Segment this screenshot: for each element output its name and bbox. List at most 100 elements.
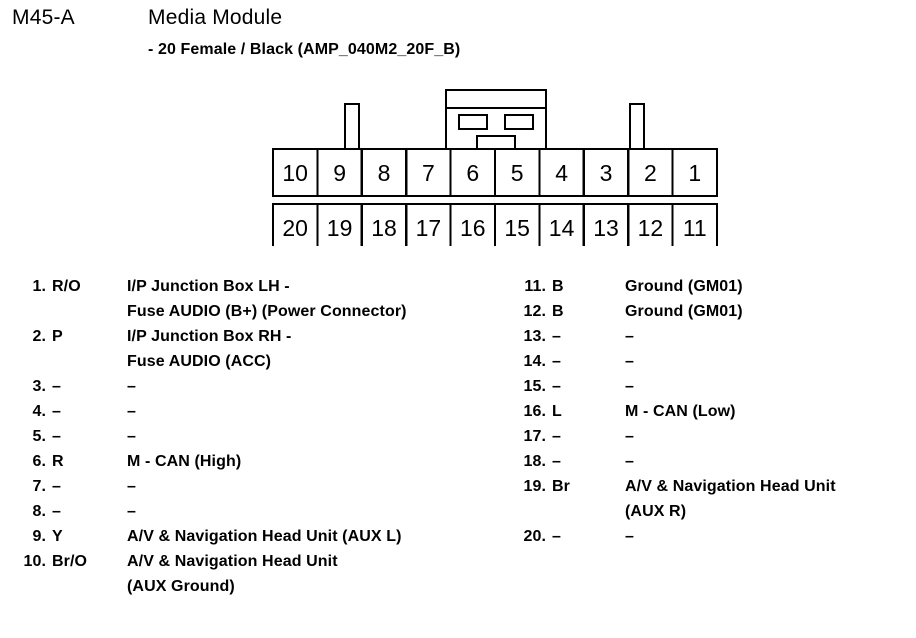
pin-row: 20.–– bbox=[512, 524, 916, 549]
connector-top-row-dividers bbox=[316, 149, 674, 196]
connector-latch-notch-left bbox=[457, 113, 489, 131]
pin-wire-color: B bbox=[552, 278, 564, 295]
pin-number: 10. bbox=[23, 553, 46, 570]
connector-pin-14: 14 bbox=[549, 215, 575, 241]
pin-number: 6. bbox=[32, 453, 46, 470]
connector-left-tab bbox=[343, 102, 361, 152]
pin-wire-color: L bbox=[552, 403, 562, 420]
pin-number: 4. bbox=[32, 403, 46, 420]
pin-row-continuation: (AUX R) bbox=[512, 499, 916, 524]
pin-description: – bbox=[127, 403, 136, 420]
pin-wire-color: – bbox=[552, 353, 561, 370]
pin-description: Fuse AUDIO (B+) (Power Connector) bbox=[127, 303, 407, 320]
pin-wire-color: R bbox=[52, 453, 64, 470]
pin-wire-color: Br bbox=[552, 478, 570, 495]
pin-description: M - CAN (Low) bbox=[625, 403, 736, 420]
pin-row: 17.–– bbox=[512, 424, 916, 449]
pin-number: 20. bbox=[523, 528, 546, 545]
pin-description: Fuse AUDIO (ACC) bbox=[127, 353, 272, 370]
pin-wire-color: – bbox=[52, 503, 61, 520]
pin-number: 9. bbox=[32, 528, 46, 545]
pin-row: 16. L M - CAN (Low) bbox=[512, 399, 916, 424]
connector-pin-2: 2 bbox=[644, 160, 657, 186]
connector-pin-3: 3 bbox=[600, 160, 613, 186]
pin-wire-color: – bbox=[552, 453, 561, 470]
connector-pin-7: 7 bbox=[422, 160, 435, 186]
connector-pin-15: 15 bbox=[504, 215, 530, 241]
pin-row: 11. B Ground (GM01) bbox=[512, 274, 916, 299]
connector-latch-bridge bbox=[475, 134, 517, 152]
pin-row: 15.–– bbox=[512, 374, 916, 399]
pin-row: 18.–– bbox=[512, 449, 916, 474]
pin-description: I/P Junction Box LH - bbox=[127, 278, 290, 295]
pin-wire-color: – bbox=[552, 428, 561, 445]
connector-pin-11: 11 bbox=[683, 215, 707, 241]
pin-description: – bbox=[625, 378, 634, 395]
pin-description: – bbox=[127, 503, 136, 520]
pin-number: 19. bbox=[523, 478, 546, 495]
pin-wire-color: – bbox=[52, 428, 61, 445]
pin-wire-color: Y bbox=[52, 528, 63, 545]
pin-wire-color: – bbox=[552, 528, 561, 545]
connector-pin-6: 6 bbox=[466, 160, 479, 186]
pin-description: A/V & Navigation Head Unit bbox=[127, 553, 338, 570]
pin-wire-color: – bbox=[52, 478, 61, 495]
connector-pin-9: 9 bbox=[333, 160, 346, 186]
pin-number: 3. bbox=[32, 378, 46, 395]
pin-row-continuation: Fuse AUDIO (ACC) bbox=[12, 349, 522, 374]
pin-number: 16. bbox=[523, 403, 546, 420]
connector-pin-12: 12 bbox=[638, 215, 664, 241]
pin-row: 1. R/O I/P Junction Box LH - bbox=[12, 274, 522, 299]
pin-number: 1. bbox=[32, 278, 46, 295]
pin-number: 11. bbox=[524, 278, 546, 295]
connector-pin-16: 16 bbox=[460, 215, 486, 241]
pin-row: 19. Br A/V & Navigation Head Unit bbox=[512, 474, 916, 499]
pin-row: 14.–– bbox=[512, 349, 916, 374]
pin-wire-color: B bbox=[552, 303, 564, 320]
pin-description: Ground (GM01) bbox=[625, 303, 743, 320]
pin-number: 7. bbox=[32, 478, 46, 495]
pin-description: I/P Junction Box RH - bbox=[127, 328, 292, 345]
pin-description: – bbox=[127, 378, 136, 395]
pin-description: Ground (GM01) bbox=[625, 278, 743, 295]
pin-description: – bbox=[625, 453, 634, 470]
connector-pin-8: 8 bbox=[378, 160, 391, 186]
pin-number: 8. bbox=[32, 503, 46, 520]
pin-row: 4.–– bbox=[12, 399, 522, 424]
pin-row: 6. R M - CAN (High) bbox=[12, 449, 522, 474]
pin-row-continuation: Fuse AUDIO (B+) (Power Connector) bbox=[12, 299, 522, 324]
pin-number: 2. bbox=[32, 328, 46, 345]
connector-pin-5: 5 bbox=[511, 160, 524, 186]
pin-wire-color: – bbox=[552, 378, 561, 395]
connector-pin-1: 1 bbox=[688, 160, 701, 186]
pin-description: – bbox=[625, 528, 634, 545]
pin-description: – bbox=[625, 328, 634, 345]
pin-row: 13.–– bbox=[512, 324, 916, 349]
pin-description: – bbox=[127, 478, 136, 495]
connector-pin-19: 19 bbox=[327, 215, 353, 241]
pin-description: A/V & Navigation Head Unit bbox=[625, 478, 836, 495]
pin-description: M - CAN (High) bbox=[127, 453, 242, 470]
pin-wire-color: – bbox=[552, 328, 561, 345]
pin-description: (AUX Ground) bbox=[127, 578, 235, 595]
pin-row: 5.–– bbox=[12, 424, 522, 449]
pin-wire-color: – bbox=[52, 403, 61, 420]
connector-right-tab bbox=[628, 102, 646, 152]
pin-row-continuation: (AUX Ground) bbox=[12, 574, 522, 599]
pin-list-left: 1. R/O I/P Junction Box LH - Fuse AUDIO (B+… bbox=[12, 274, 522, 599]
connector-subtitle: - 20 Female / Black (AMP_040M2_20F_B) bbox=[148, 41, 461, 58]
pin-number: 5. bbox=[32, 428, 46, 445]
pin-description: – bbox=[127, 428, 136, 445]
connector-latch-notch-right bbox=[503, 113, 535, 131]
pin-wire-color: – bbox=[52, 378, 61, 395]
connector-pin-18: 18 bbox=[371, 215, 397, 241]
connector-pin-13: 13 bbox=[593, 215, 619, 241]
pin-number: 17. bbox=[523, 428, 546, 445]
pin-wire-color: R/O bbox=[52, 278, 81, 295]
pin-number: 14. bbox=[523, 353, 546, 370]
